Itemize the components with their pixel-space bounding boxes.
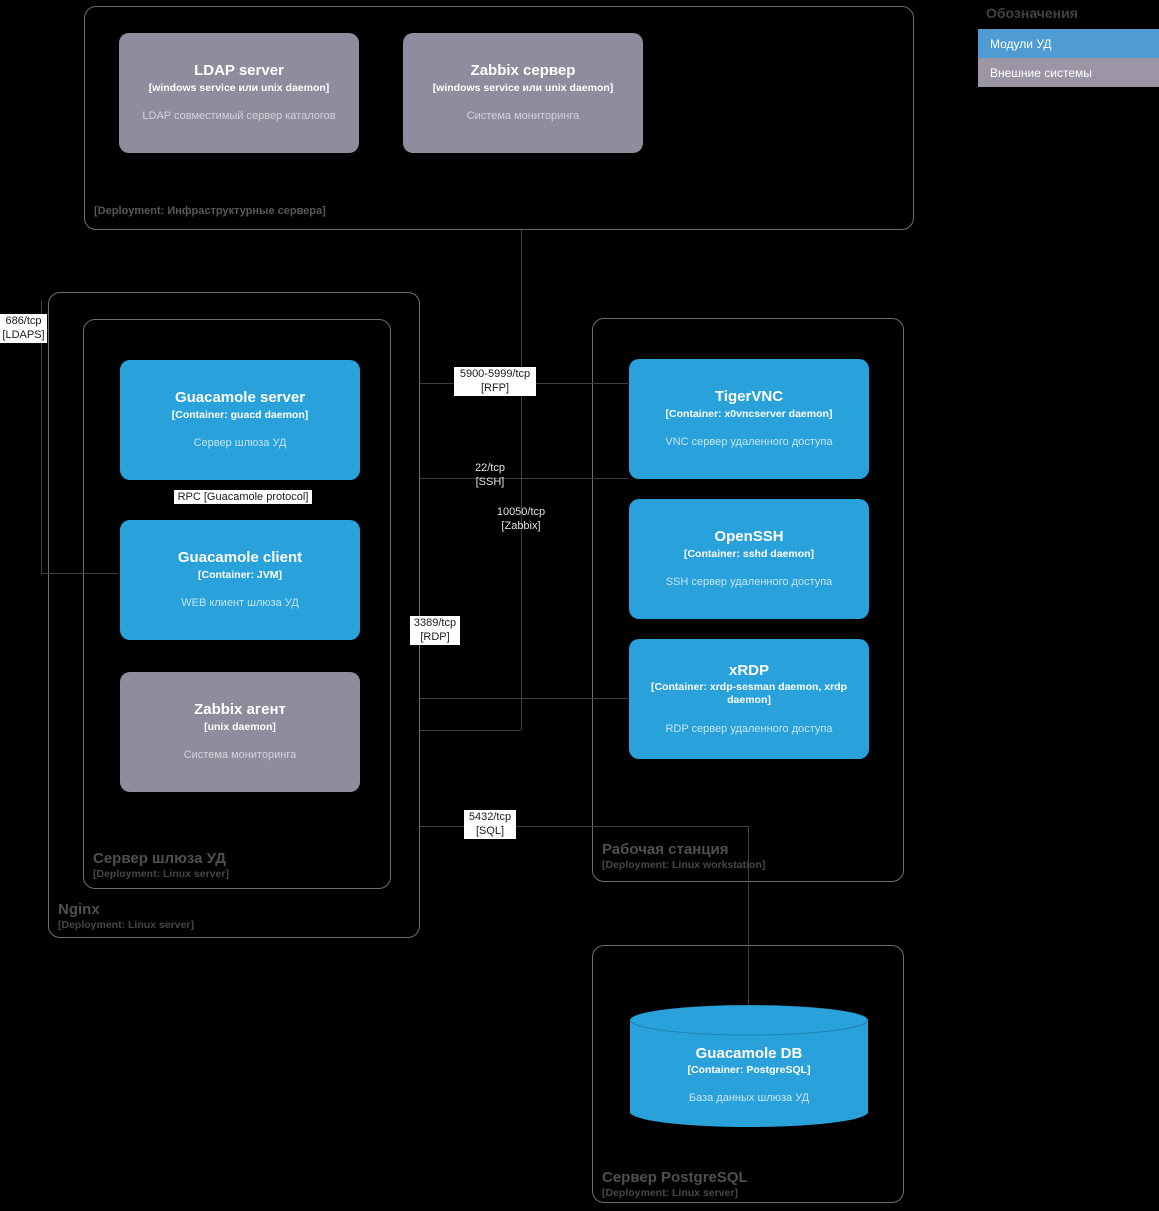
xrdp-desc: RDP сервер удаленного доступа	[665, 722, 833, 735]
label-ldaps: 686/tcp [LDAPS]	[0, 314, 47, 343]
xrdp-node: xRDP [Container: xrdp-sesman daemon, xrd…	[629, 639, 869, 759]
legend-title: Обозначения	[986, 5, 1078, 21]
legend-item-external-label: Внешние системы	[990, 65, 1092, 80]
postgres-frame: Guacamole DB [Container: PostgreSQL] Баз…	[592, 945, 904, 1203]
connector-ssh	[420, 478, 628, 479]
openssh-tech: [Container: sshd daemon]	[683, 547, 815, 560]
connector-ldaps-horizontal	[41, 573, 118, 574]
label-zabbix: 10050/tcp [Zabbix]	[492, 505, 550, 534]
database-cylinder-icon	[629, 1004, 869, 1127]
ldap-server-title: LDAP server	[194, 62, 284, 80]
guacamole-server-tech: [Container: guacd daemon]	[171, 408, 309, 421]
label-rdp: 3389/tcp [RDP]	[410, 616, 460, 645]
label-ldaps-port: 686/tcp	[5, 315, 42, 327]
connector-rdp	[420, 698, 628, 699]
zabbix-agent-desc: Система мониторинга	[183, 749, 297, 762]
zabbix-server-node: Zabbix сервер [windows service или unix …	[403, 33, 643, 153]
xrdp-tech: [Container: xrdp-sesman daemon, xrdp dae…	[650, 681, 848, 707]
tigervnc-node: TigerVNC [Container: x0vncserver daemon]…	[629, 359, 869, 479]
label-rfp-port: 5900-5999/tcp	[459, 368, 531, 380]
label-ssh-protocol: [SSH]	[475, 476, 505, 489]
xrdp-title: xRDP	[728, 662, 769, 680]
postgres-deployment: [Deployment: Linux server]	[602, 1187, 738, 1199]
zabbix-agent-title: Zabbix агент	[194, 701, 286, 719]
connector-sql-horizontal	[420, 826, 748, 827]
ldap-server-tech: [windows service или unix daemon]	[148, 81, 330, 94]
label-rdp-port: 3389/tcp	[413, 617, 457, 629]
label-rpc: RPC [Guacamole protocol]	[174, 490, 312, 505]
guacamole-server-node: Guacamole server [Container: guacd daemo…	[120, 360, 360, 480]
label-zabbix-port: 10050/tcp	[496, 506, 546, 518]
tigervnc-title: TigerVNC	[714, 388, 784, 406]
infrastructure-deployment-label: [Deployment: Инфраструктурные сервера]	[94, 205, 326, 217]
gateway-server-frame: Guacamole server [Container: guacd daemo…	[83, 319, 391, 889]
guacamole-client-title: Guacamole client	[177, 549, 303, 567]
openssh-node: OpenSSH [Container: sshd daemon] SSH сер…	[629, 499, 869, 619]
legend-item-external: Внешние системы	[978, 58, 1159, 87]
guacamole-db-tech: [Container: PostgreSQL]	[687, 1063, 811, 1076]
connector-ldaps-vertical	[41, 300, 42, 573]
tigervnc-tech: [Container: x0vncserver daemon]	[665, 407, 833, 420]
tigervnc-desc: VNC сервер удаленного доступа	[665, 436, 833, 449]
ldap-server-node: LDAP server [windows service или unix da…	[119, 33, 359, 153]
legend-item-modules: Модули УД	[978, 29, 1159, 58]
workstation-deployment: [Deployment: Linux workstation]	[602, 859, 766, 871]
postgres-name: Сервер PostgreSQL	[602, 1169, 748, 1186]
guacamole-db-title: Guacamole DB	[695, 1044, 803, 1062]
zabbix-agent-tech: [unix daemon]	[204, 720, 276, 733]
guacamole-client-tech: [Container: JVM]	[198, 568, 282, 581]
zabbix-agent-node: Zabbix агент [unix daemon] Система монит…	[120, 672, 360, 792]
guacamole-server-desc: Сервер шлюза УД	[193, 437, 287, 450]
guacamole-client-node: Guacamole client [Container: JVM] WEB кл…	[120, 520, 360, 640]
label-rfp-protocol: [RFP]	[480, 382, 510, 395]
workstation-frame: TigerVNC [Container: x0vncserver daemon]…	[592, 318, 904, 882]
nginx-deployment: [Deployment: Linux server]	[58, 919, 194, 931]
connector-sql-vertical	[748, 826, 749, 1005]
guacamole-db-node: Guacamole DB [Container: PostgreSQL] Баз…	[629, 1004, 869, 1132]
label-ssh: 22/tcp [SSH]	[467, 461, 513, 490]
label-sql-protocol: [SQL]	[475, 825, 505, 838]
label-rpc-text: RPC [Guacamole protocol]	[177, 491, 309, 503]
label-zabbix-protocol: [Zabbix]	[501, 520, 541, 533]
connector-zabbix-vertical	[521, 230, 522, 730]
label-sql-port: 5432/tcp	[468, 811, 512, 823]
workstation-name: Рабочая станция	[602, 841, 729, 858]
label-rfp: 5900-5999/tcp [RFP]	[454, 367, 536, 396]
guacamole-server-title: Guacamole server	[174, 389, 306, 407]
openssh-desc: SSH сервер удаленного доступа	[665, 576, 833, 589]
guacamole-db-desc: База данных шлюза УД	[688, 1091, 810, 1104]
label-rdp-protocol: [RDP]	[420, 631, 450, 644]
label-sql: 5432/tcp [SQL]	[464, 810, 516, 839]
infrastructure-servers-frame: LDAP server [windows service или unix da…	[84, 6, 914, 230]
zabbix-server-desc: Система мониторинга	[466, 110, 580, 123]
zabbix-server-title: Zabbix сервер	[470, 62, 576, 80]
openssh-title: OpenSSH	[714, 528, 784, 546]
gateway-server-name: Сервер шлюза УД	[93, 850, 226, 867]
label-ssh-port: 22/tcp	[475, 462, 505, 474]
connector-zabbix-horizontal	[420, 730, 521, 731]
legend-item-modules-label: Модули УД	[990, 36, 1052, 51]
nginx-name: Nginx	[58, 901, 100, 918]
gateway-server-deployment: [Deployment: Linux server]	[93, 868, 229, 880]
nginx-frame: Guacamole server [Container: guacd daemo…	[48, 292, 420, 938]
ldap-server-desc: LDAP совместимый сервер каталогов	[142, 110, 336, 123]
zabbix-server-tech: [windows service или unix daemon]	[432, 81, 614, 94]
label-ldaps-protocol: [LDAPS]	[2, 329, 45, 342]
guacamole-client-desc: WEB клиент шлюза УД	[181, 597, 299, 610]
